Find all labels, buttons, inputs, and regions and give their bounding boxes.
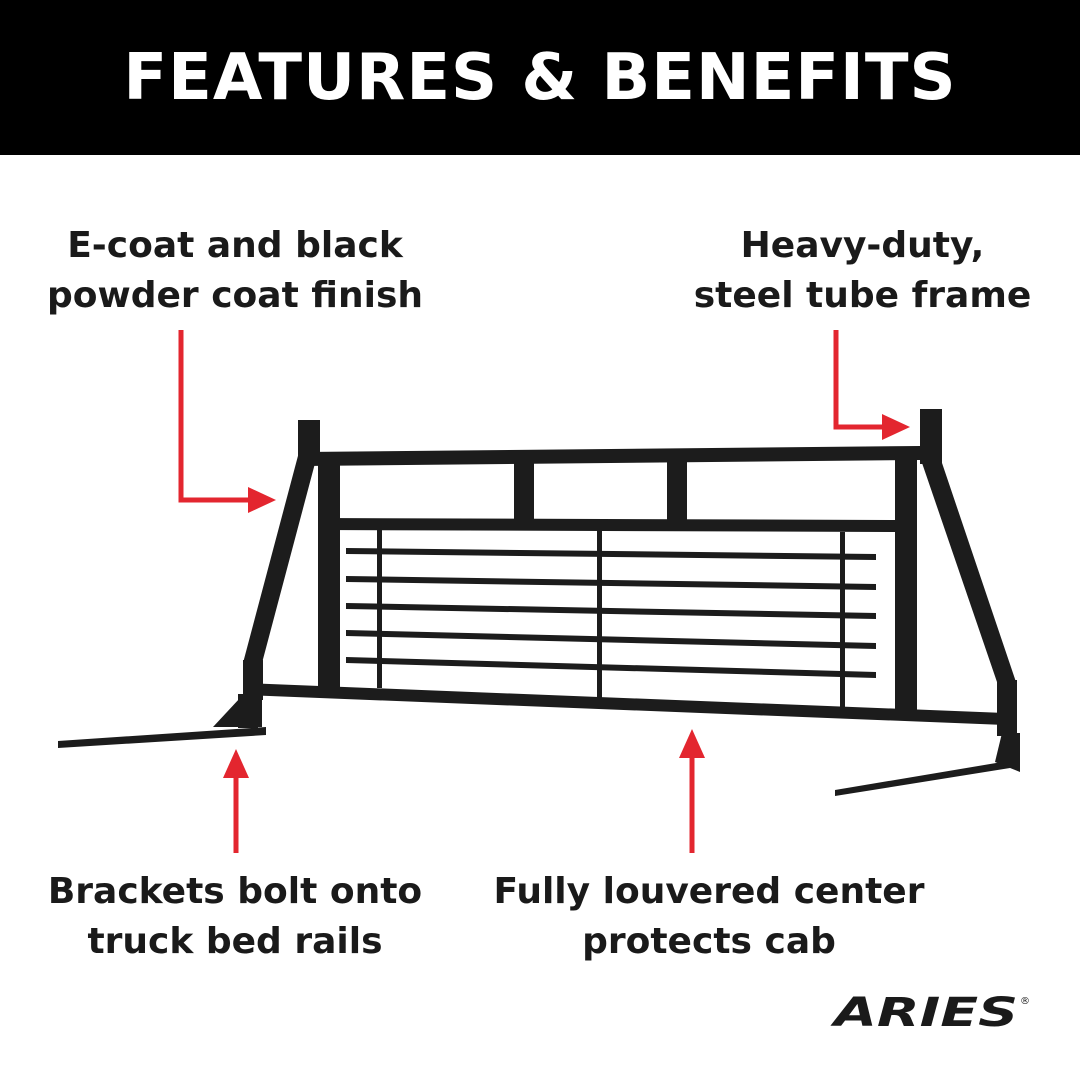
callout-finish-line-1: E-coat and black bbox=[67, 225, 403, 266]
callout-frame-line-2: steel tube frame bbox=[693, 275, 1032, 316]
arrow-brackets-icon bbox=[223, 749, 249, 853]
arrow-louvered-icon bbox=[679, 729, 705, 853]
callout-brackets-line-1: Brackets bolt onto bbox=[47, 871, 423, 912]
callout-brackets: Brackets bolt onto truck bed rails bbox=[30, 867, 440, 967]
page-title: FEATURES & BENEFITS bbox=[123, 40, 957, 115]
callout-louvered-line-1: Fully louvered center bbox=[493, 871, 925, 912]
arrow-frame-icon bbox=[833, 330, 910, 440]
aries-logo: ARIES ® bbox=[830, 990, 1030, 1034]
callout-finish: E-coat and black powder coat finish bbox=[30, 221, 440, 321]
callout-frame-line-1: Heavy-duty, bbox=[740, 225, 985, 266]
callout-louvered-line-2: protects cab bbox=[582, 921, 836, 962]
callout-louvered: Fully louvered center protects cab bbox=[470, 867, 948, 967]
callout-finish-line-2: powder coat finish bbox=[46, 275, 424, 316]
header-bar bbox=[0, 0, 1080, 155]
arrow-finish-icon bbox=[178, 330, 276, 513]
registered-mark: ® bbox=[1020, 996, 1030, 1007]
headache-rack-icon bbox=[58, 409, 1020, 796]
aries-logo-text: ARIES bbox=[830, 990, 1018, 1034]
callout-frame: Heavy-duty, steel tube frame bbox=[660, 221, 1065, 321]
callout-brackets-line-2: truck bed rails bbox=[87, 921, 383, 962]
